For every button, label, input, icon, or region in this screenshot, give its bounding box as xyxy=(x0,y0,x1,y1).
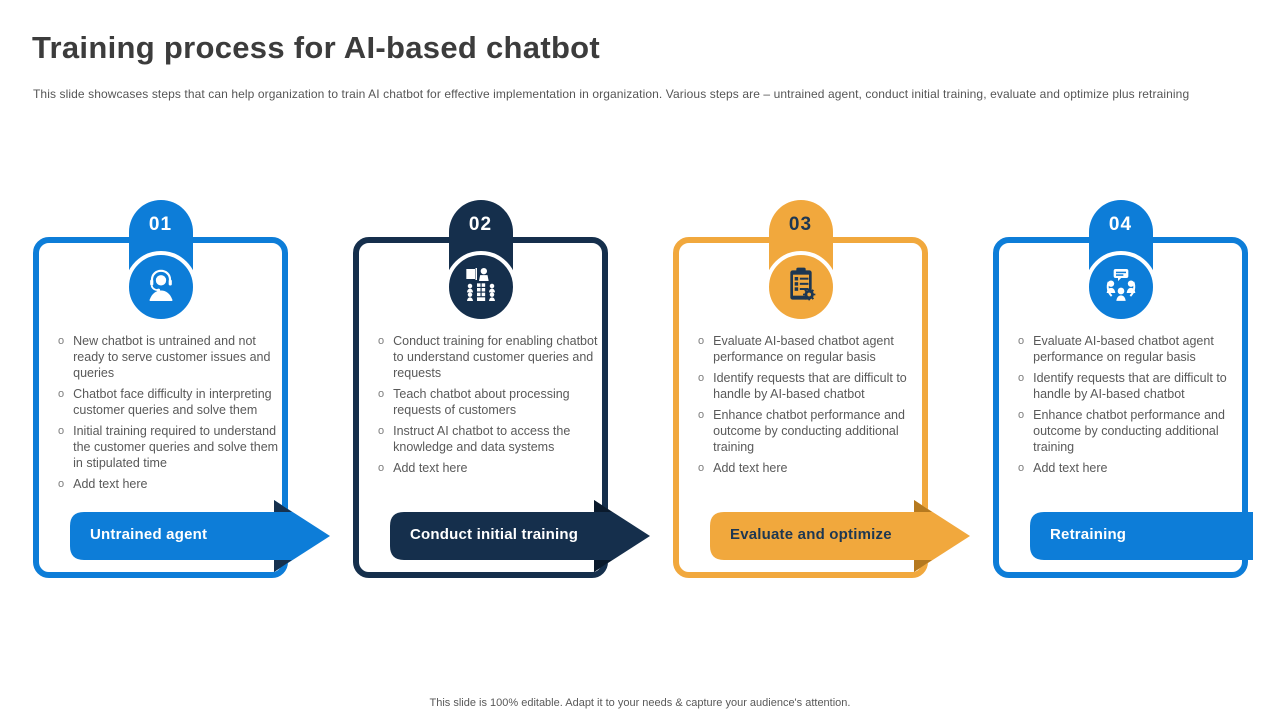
step-label: Evaluate and optimize xyxy=(730,526,892,543)
bullet-item: o Evaluate AI-based chatbot agent perform… xyxy=(698,333,920,365)
bullet-marker: o xyxy=(58,335,65,347)
bullet-marker: o xyxy=(378,425,385,437)
ribbon-arrow-shape xyxy=(70,500,330,572)
bullet-text: Conduct training for enabling chatbot to… xyxy=(393,334,598,380)
bullet-text: Chatbot face difficulty in interpreting … xyxy=(73,387,272,417)
bullet-text: Evaluate AI-based chatbot agent performa… xyxy=(713,334,894,364)
ribbon-arrow-shape xyxy=(390,500,650,572)
bullet-item: o Add text here xyxy=(1018,460,1240,476)
bullet-marker: o xyxy=(378,388,385,400)
bullet-marker: o xyxy=(378,462,385,474)
step-number: 04 xyxy=(1108,214,1133,235)
bullet-item: o Initial training required to understand… xyxy=(58,423,280,471)
bullet-item: o Add text here xyxy=(378,460,600,476)
bullet-marker: o xyxy=(1018,409,1025,421)
step-icon-circle xyxy=(444,251,517,323)
bullet-list: o Evaluate AI-based chatbot agent perform… xyxy=(698,333,920,481)
bullet-marker: o xyxy=(58,425,65,437)
bullet-text: Add text here xyxy=(1033,461,1108,475)
bullet-text: New chatbot is untrained and not ready t… xyxy=(73,334,271,380)
training-session-icon xyxy=(461,265,501,310)
bullet-text: Evaluate AI-based chatbot agent performa… xyxy=(1033,334,1214,364)
bullet-marker: o xyxy=(698,372,705,384)
step-column-1: 01 o New chatbot is untrained and not rea… xyxy=(33,200,330,580)
bullet-text: Identify requests that are difficult to … xyxy=(713,371,907,401)
bullet-item: o Evaluate AI-based chatbot agent perform… xyxy=(1018,333,1240,365)
step-number: 03 xyxy=(788,214,813,235)
page-title: Training process for AI-based chatbot xyxy=(32,30,601,65)
bullet-text: Add text here xyxy=(73,477,148,491)
bullet-list: o Evaluate AI-based chatbot agent perform… xyxy=(1018,333,1240,481)
support-agent-icon xyxy=(141,265,181,310)
bullet-marker: o xyxy=(698,335,705,347)
bullet-item: o Chatbot face difficulty in interpreting… xyxy=(58,386,280,418)
bullet-list: o New chatbot is untrained and not ready … xyxy=(58,333,280,497)
bullet-text: Identify requests that are difficult to … xyxy=(1033,371,1227,401)
step-ribbon: Evaluate and optimize xyxy=(708,500,970,572)
bullet-marker: o xyxy=(378,335,385,347)
bullet-item: o Identify requests that are difficult to… xyxy=(698,370,920,402)
bullet-item: o Add text here xyxy=(698,460,920,476)
bullet-marker: o xyxy=(1018,372,1025,384)
bullet-text: Instruct AI chatbot to access the knowle… xyxy=(393,424,571,454)
bullet-marker: o xyxy=(1018,335,1025,347)
bullet-text: Add text here xyxy=(713,461,788,475)
step-column-3: 03 xyxy=(673,200,970,580)
bullet-marker: o xyxy=(58,388,65,400)
step-label: Untrained agent xyxy=(90,526,208,543)
bullet-item: o Instruct AI chatbot to access the knowl… xyxy=(378,423,600,455)
bullet-marker: o xyxy=(1018,462,1025,474)
bullet-text: Add text here xyxy=(393,461,468,475)
step-icon-circle xyxy=(124,251,197,323)
slide-subtitle: This slide showcases steps that can help… xyxy=(33,87,1190,101)
ribbon-arrow-shape xyxy=(710,500,970,572)
bullet-item: o Add text here xyxy=(58,476,280,492)
bullet-item: o Teach chatbot about processing requests… xyxy=(378,386,600,418)
bullet-item: o Identify requests that are difficult to… xyxy=(1018,370,1240,402)
step-ribbon: Untrained agent xyxy=(68,500,330,572)
step-icon-circle xyxy=(1084,251,1157,323)
bullet-item: o New chatbot is untrained and not ready … xyxy=(58,333,280,381)
step-icon-circle xyxy=(764,251,837,323)
bullet-text: Initial training required to understand … xyxy=(73,424,279,470)
editable-note: This slide is 100% editable. Adapt it to… xyxy=(429,697,851,709)
bullet-item: o Enhance chatbot performance and outcome… xyxy=(698,407,920,455)
step-number: 02 xyxy=(468,214,493,235)
bullet-text: Enhance chatbot performance and outcome … xyxy=(1033,408,1225,454)
ribbon-bar-shape xyxy=(1030,512,1253,560)
step-ribbon: Conduct initial training xyxy=(388,500,650,572)
group-discussion-icon xyxy=(1101,265,1141,310)
step-label: Conduct initial training xyxy=(410,526,579,543)
bullet-list: o Conduct training for enabling chatbot t… xyxy=(378,333,600,481)
bullet-item: o Enhance chatbot performance and outcome… xyxy=(1018,407,1240,455)
step-label: Retraining xyxy=(1050,526,1127,543)
bullet-marker: o xyxy=(698,409,705,421)
step-number: 01 xyxy=(148,214,173,235)
bullet-marker: o xyxy=(698,462,705,474)
bullet-text: Enhance chatbot performance and outcome … xyxy=(713,408,905,454)
bullet-marker: o xyxy=(58,478,65,490)
clipboard-gear-icon xyxy=(781,265,821,310)
bullet-item: o Conduct training for enabling chatbot t… xyxy=(378,333,600,381)
step-ribbon: Retraining xyxy=(1028,500,1253,572)
bullet-text: Teach chatbot about processing requests … xyxy=(393,387,570,417)
